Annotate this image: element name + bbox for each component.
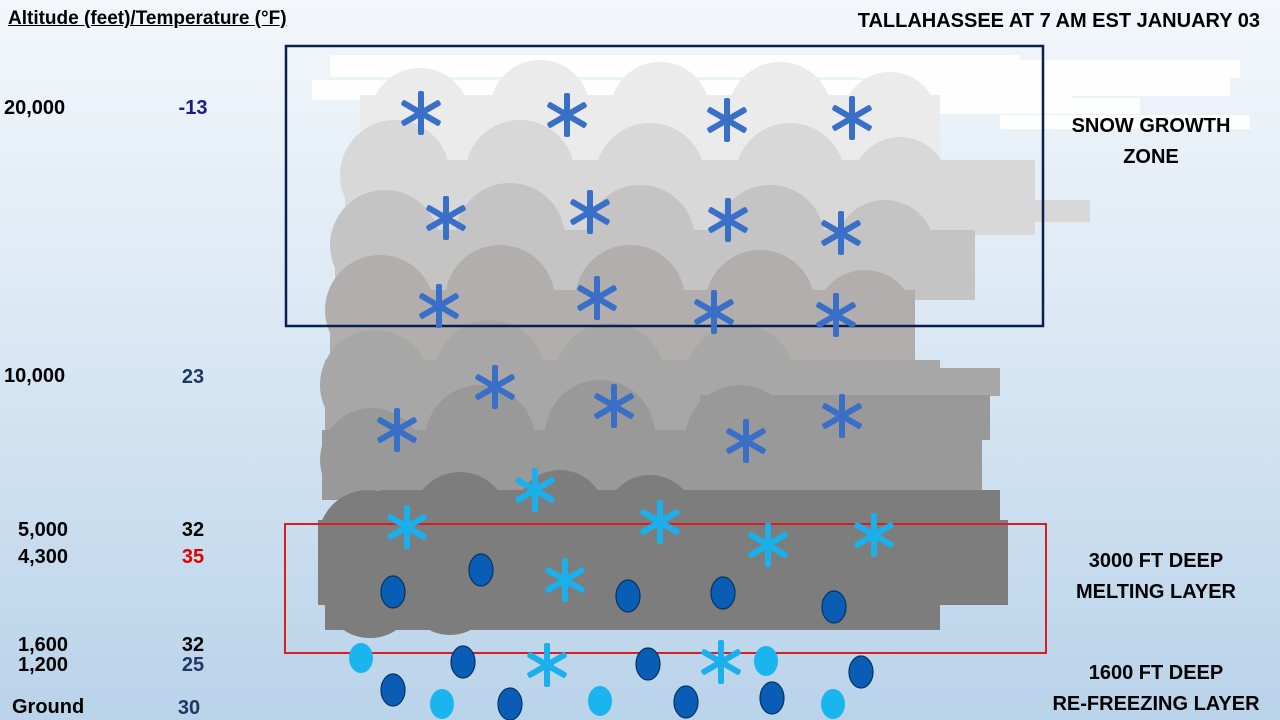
- axis-title: Altitude (feet)/Temperature (°F): [8, 8, 287, 29]
- diagram-title: TALLAHASSEE AT 7 AM EST JANUARY 03: [857, 10, 1260, 32]
- altitude-label: 10,000: [4, 365, 66, 387]
- raindrop-icon: [754, 646, 778, 676]
- altitude-label: 1,200: [18, 654, 69, 676]
- raindrop-icon: [710, 576, 736, 610]
- zone-label-line: MELTING LAYER: [1075, 581, 1236, 603]
- raindrop-icon: [848, 655, 874, 689]
- temperature-label: 32: [181, 634, 205, 656]
- raindrop-icon: [380, 673, 406, 707]
- zone-label-line: RE-FREEZING LAYER: [1052, 693, 1260, 715]
- raindrop-icon: [430, 689, 454, 719]
- zone-label-line: ZONE: [1123, 146, 1179, 168]
- raindrop-icon: [821, 689, 845, 719]
- raindrop-icon: [349, 643, 373, 673]
- temperature-label: 30: [177, 697, 201, 719]
- zone-label-line: SNOW GROWTH: [1071, 115, 1231, 137]
- snowflake-icon: [526, 643, 568, 687]
- altitude-label: 20,000: [4, 97, 66, 119]
- raindrop-icon: [380, 575, 406, 609]
- altitude-label: 5,000: [18, 519, 69, 541]
- temperature-label: 23: [181, 366, 205, 388]
- raindrop-icon: [450, 645, 476, 679]
- snow-growth-zone-box: [284, 44, 1045, 328]
- melting-layer-label: 3000 FT DEEP MELTING LAYER: [1045, 546, 1267, 608]
- altitude-label: Ground: [12, 696, 85, 718]
- zone-label-line: 1600 FT DEEP: [1088, 662, 1224, 684]
- altitude-label: 4,300: [18, 546, 69, 568]
- temperature-label: 35: [181, 546, 205, 568]
- raindrop-icon: [468, 553, 494, 587]
- zone-label-line: 3000 FT DEEP: [1088, 550, 1224, 572]
- raindrop-icon: [615, 579, 641, 613]
- snowflake-icon: [700, 640, 742, 684]
- temperature-label: 25: [181, 654, 205, 676]
- temperature-label: 32: [181, 519, 205, 541]
- altitude-label: 1,600: [18, 634, 69, 656]
- raindrop-icon: [759, 681, 785, 715]
- raindrop-icon: [673, 685, 699, 719]
- refreezing-layer-label: 1600 FT DEEP RE-FREEZING LAYER: [1040, 658, 1272, 720]
- raindrop-icon: [821, 590, 847, 624]
- temperature-label: -13: [178, 97, 208, 119]
- snow-growth-zone-label: SNOW GROWTH ZONE: [1040, 111, 1262, 173]
- raindrop-icon: [588, 686, 612, 716]
- raindrop-icon: [497, 687, 523, 720]
- raindrop-icon: [635, 647, 661, 681]
- cloud-layer: [318, 60, 1090, 638]
